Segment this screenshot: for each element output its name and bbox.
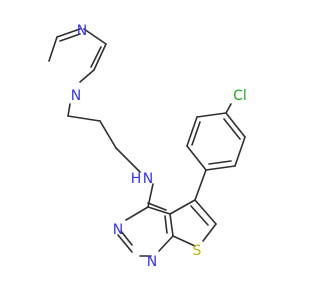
bond-c5-c6 <box>194 199 217 225</box>
bond-c4a-c5 <box>169 199 196 215</box>
bond-ph-6-1 <box>205 165 236 171</box>
bond-chain-1 <box>67 115 101 122</box>
thiophene-s-label: S <box>193 243 202 259</box>
chlorine-label: Cl <box>233 88 247 104</box>
bond-ph-4-5-double <box>223 118 241 140</box>
structure-canvas: N N N H N N S Cl <box>0 0 300 300</box>
bond-c4-n3 <box>125 206 149 221</box>
bond-ph-6-1-double <box>208 160 232 165</box>
background <box>0 0 300 300</box>
bond-c5-phenyl <box>194 169 207 201</box>
bond-c4a-c4-double <box>147 202 167 211</box>
bond-chain-2 <box>99 120 117 149</box>
bond-c4a-c4 <box>147 206 171 215</box>
bond-n3-c2 <box>117 234 133 253</box>
pyrimidine-n-upper-label: N <box>113 222 123 238</box>
bond-c-cl <box>225 103 232 114</box>
bond-imidazole-c2-n3 <box>56 28 81 38</box>
bond-c7a-c4a <box>169 213 174 237</box>
bond-ph-2-3-double <box>191 121 201 146</box>
bond-c6-s <box>202 223 217 242</box>
bond-imidazole-n3-c4 <box>83 28 107 45</box>
bond-n1-c7a <box>158 235 174 252</box>
imidazole-n3-label: N <box>77 23 87 39</box>
imidazole-n1-label: N <box>71 88 81 104</box>
bond-ph-5-6 <box>234 136 246 167</box>
bond-n1-ch2 <box>67 103 71 117</box>
bond-imidazole-c2-n3-double <box>59 33 81 42</box>
bond-n3-c2-double <box>120 230 133 246</box>
amine-h-label: H <box>131 171 142 187</box>
bond-c5-c6-double <box>190 205 209 226</box>
bond-chain-3 <box>115 147 141 173</box>
amine-n-label: N <box>143 171 153 187</box>
bond-c7a-c4a-double <box>164 215 168 234</box>
bonds <box>48 28 246 257</box>
bond-s-c7a <box>172 235 196 247</box>
pyrimidine-n-lower-label: N <box>147 254 157 270</box>
bond-imidazole-c2-n1 <box>48 36 58 62</box>
bond-imidazole-c4-c5 <box>93 43 107 71</box>
bond-imidazole-c5-n1 <box>79 69 95 83</box>
bond-ph-4-5 <box>225 112 246 138</box>
bond-ph-1-2 <box>186 145 207 171</box>
molecule-diagram: N N N H N N S Cl <box>0 0 300 300</box>
bond-ph-2-3 <box>186 116 198 147</box>
bond-imidazole-c4-c5-double <box>90 46 102 68</box>
bond-ph-3-4 <box>196 112 227 118</box>
